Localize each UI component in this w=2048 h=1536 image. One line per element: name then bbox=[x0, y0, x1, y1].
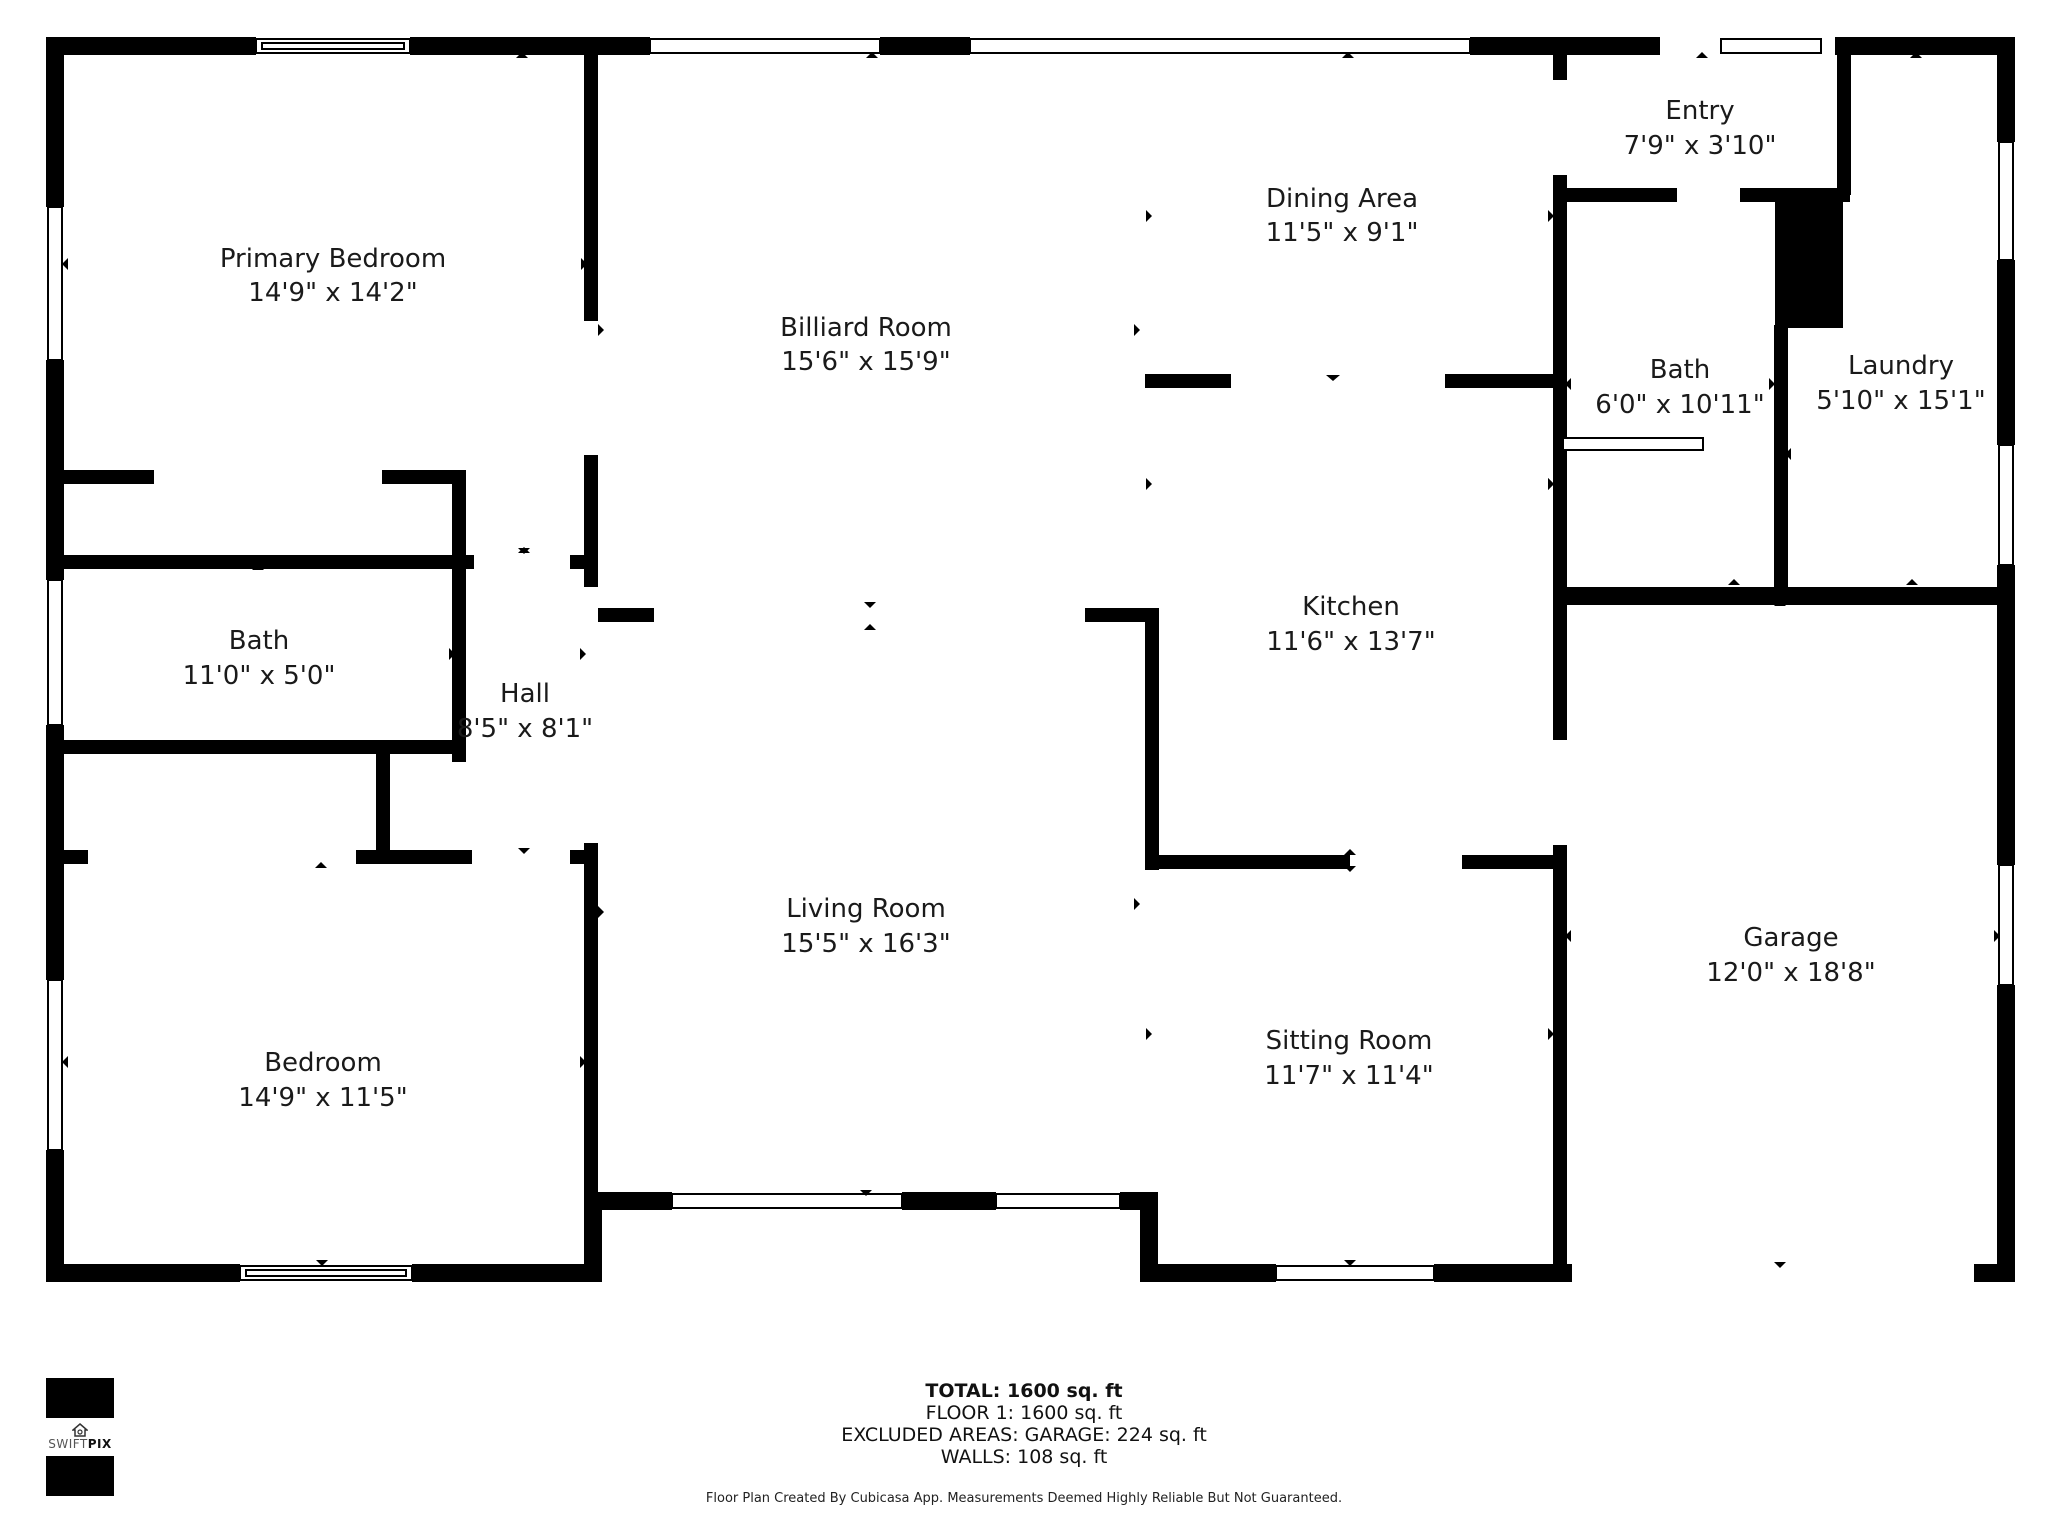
room-entry: Entry 7'9" x 3'10" bbox=[1624, 96, 1777, 161]
fixtures bbox=[1562, 437, 1704, 451]
room-dimensions: 5'10" x 15'1" bbox=[1816, 386, 1985, 416]
room-hall: Hall 8'5" x 8'1" bbox=[457, 679, 593, 744]
room-dimensions: 11'7" x 11'4" bbox=[1264, 1061, 1433, 1091]
room-dimensions: 11'0" x 5'0" bbox=[183, 661, 336, 691]
room-garage: Garage 12'0" x 18'8" bbox=[1706, 923, 1875, 988]
room-name: Billiard Room bbox=[780, 313, 952, 343]
room-sitting-room: Sitting Room 11'7" x 11'4" bbox=[1264, 1026, 1433, 1091]
room-name: Primary Bedroom bbox=[220, 244, 446, 274]
room-primary-bedroom: Primary Bedroom 14'9" x 14'2" bbox=[220, 244, 446, 308]
room-labels: Primary Bedroom 14'9" x 14'2" Billiard R… bbox=[183, 96, 1986, 1113]
room-dimensions: 6'0" x 10'11" bbox=[1595, 390, 1764, 420]
room-name: Kitchen bbox=[1302, 592, 1400, 622]
logo-brand-bold: PIX bbox=[87, 1437, 112, 1451]
room-bath-right: Bath 6'0" x 10'11" bbox=[1595, 355, 1764, 420]
walls bbox=[46, 37, 2015, 1282]
room-name: Bath bbox=[1650, 355, 1710, 385]
house-icon bbox=[72, 1423, 88, 1437]
room-dimensions: 11'6" x 13'7" bbox=[1266, 627, 1435, 657]
disclaimer: Floor Plan Created By Cubicasa App. Meas… bbox=[705, 1491, 1343, 1506]
total-area: TOTAL: 1600 sq. ft bbox=[925, 1380, 1123, 1402]
room-dimensions: 12'0" x 18'8" bbox=[1706, 958, 1875, 988]
excluded-area: EXCLUDED AREAS: GARAGE: 224 sq. ft bbox=[841, 1424, 1207, 1446]
swiftpix-logo: SWIFTPIX bbox=[46, 1378, 114, 1496]
floor1-area: FLOOR 1: 1600 sq. ft bbox=[925, 1402, 1123, 1424]
room-name: Bedroom bbox=[264, 1048, 382, 1078]
room-name: Laundry bbox=[1848, 351, 1954, 381]
logo-brand-light: SWIFT bbox=[48, 1437, 88, 1451]
room-name: Entry bbox=[1665, 96, 1734, 126]
room-billiard-room: Billiard Room 15'6" x 15'9" bbox=[780, 313, 952, 377]
windows bbox=[47, 38, 2014, 1281]
logo-brand: SWIFTPIX bbox=[46, 1418, 114, 1456]
room-name: Living Room bbox=[786, 894, 946, 924]
room-dining-area: Dining Area 11'5" x 9'1" bbox=[1266, 184, 1419, 248]
room-kitchen: Kitchen 11'6" x 13'7" bbox=[1266, 592, 1435, 657]
logo-top-block bbox=[46, 1378, 114, 1418]
area-summary: TOTAL: 1600 sq. ft FLOOR 1: 1600 sq. ft … bbox=[0, 1380, 2048, 1468]
room-living-room: Living Room 15'5" x 16'3" bbox=[781, 894, 950, 959]
room-name: Dining Area bbox=[1266, 184, 1418, 214]
room-name: Sitting Room bbox=[1266, 1026, 1433, 1056]
door-markers bbox=[62, 52, 2000, 1268]
room-dimensions: 15'5" x 16'3" bbox=[781, 929, 950, 959]
room-dimensions: 14'9" x 11'5" bbox=[238, 1083, 407, 1113]
room-name: Bath bbox=[229, 626, 289, 656]
logo-bottom-block bbox=[46, 1456, 114, 1496]
room-name: Garage bbox=[1743, 923, 1838, 953]
room-dimensions: 11'5" x 9'1" bbox=[1266, 218, 1419, 248]
room-bath-left: Bath 11'0" x 5'0" bbox=[183, 626, 336, 691]
walls-area: WALLS: 108 sq. ft bbox=[940, 1446, 1108, 1468]
room-bedroom: Bedroom 14'9" x 11'5" bbox=[238, 1048, 407, 1113]
room-dimensions: 15'6" x 15'9" bbox=[781, 347, 950, 377]
room-name: Hall bbox=[500, 679, 550, 709]
room-dimensions: 7'9" x 3'10" bbox=[1624, 131, 1777, 161]
room-laundry: Laundry 5'10" x 15'1" bbox=[1816, 351, 1985, 416]
room-dimensions: 8'5" x 8'1" bbox=[457, 714, 593, 744]
room-dimensions: 14'9" x 14'2" bbox=[248, 278, 417, 308]
